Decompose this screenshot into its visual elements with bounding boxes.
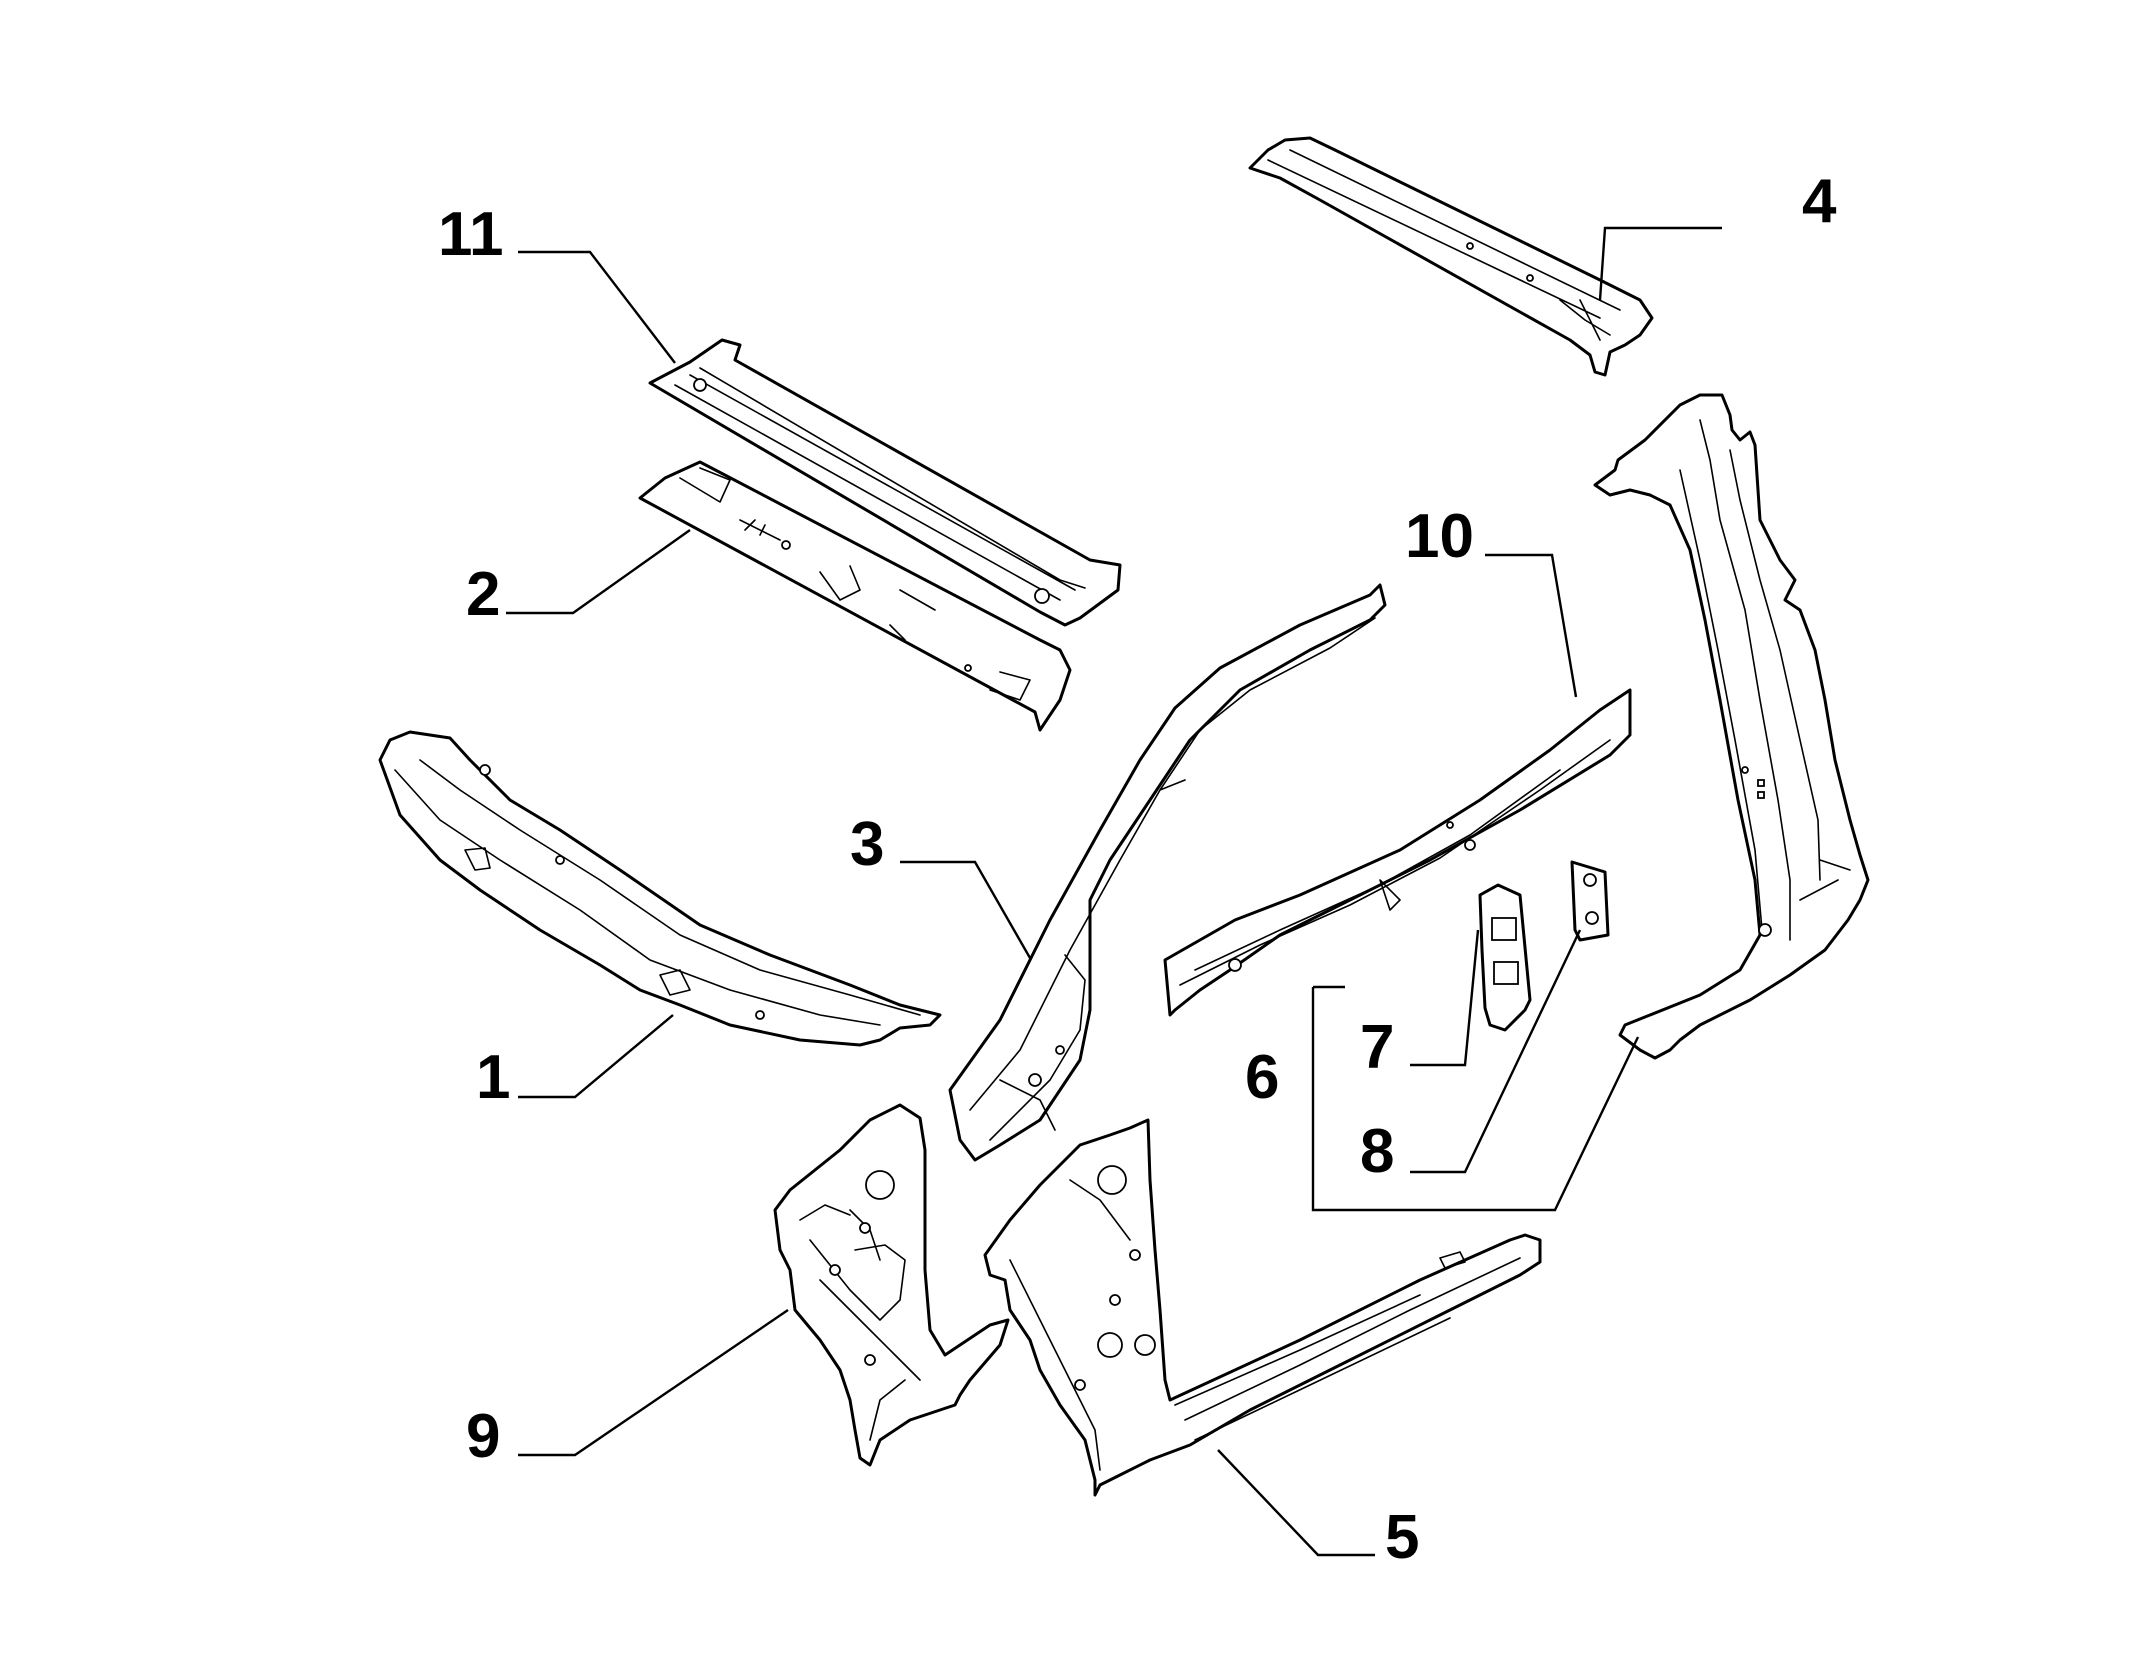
part-3-a-pillar [948, 583, 1387, 1162]
callout-labels: 11 4 2 3 10 1 7 6 8 9 5 [438, 167, 1837, 1572]
callout-3: 3 [850, 810, 884, 879]
callout-6: 6 [1245, 1043, 1279, 1112]
part-10-sill-reinforcement [1163, 688, 1632, 1017]
callout-7: 7 [1360, 1013, 1394, 1082]
part-11-upper-panel [648, 338, 1122, 627]
callout-5: 5 [1385, 1503, 1419, 1572]
callout-2: 2 [466, 560, 500, 629]
part-2-lower-panel [638, 460, 1072, 732]
part-5-pillar-and-sill [983, 1118, 1542, 1497]
part-1-cross-member [378, 730, 942, 1047]
callout-4: 4 [1802, 167, 1837, 236]
part-7-bracket [1478, 883, 1532, 1032]
leader-lines [506, 226, 1722, 1557]
callout-9: 9 [466, 1402, 500, 1471]
part-4-roof-rail [1248, 136, 1654, 377]
part-8-plate [1570, 860, 1610, 942]
callout-1: 1 [476, 1043, 510, 1112]
part-6-rear-quarter [1593, 393, 1870, 1060]
callout-8: 8 [1360, 1117, 1394, 1186]
callout-10: 10 [1405, 502, 1474, 571]
callout-11: 11 [438, 200, 504, 269]
part-9-b-pillar-lower [773, 1103, 1010, 1467]
